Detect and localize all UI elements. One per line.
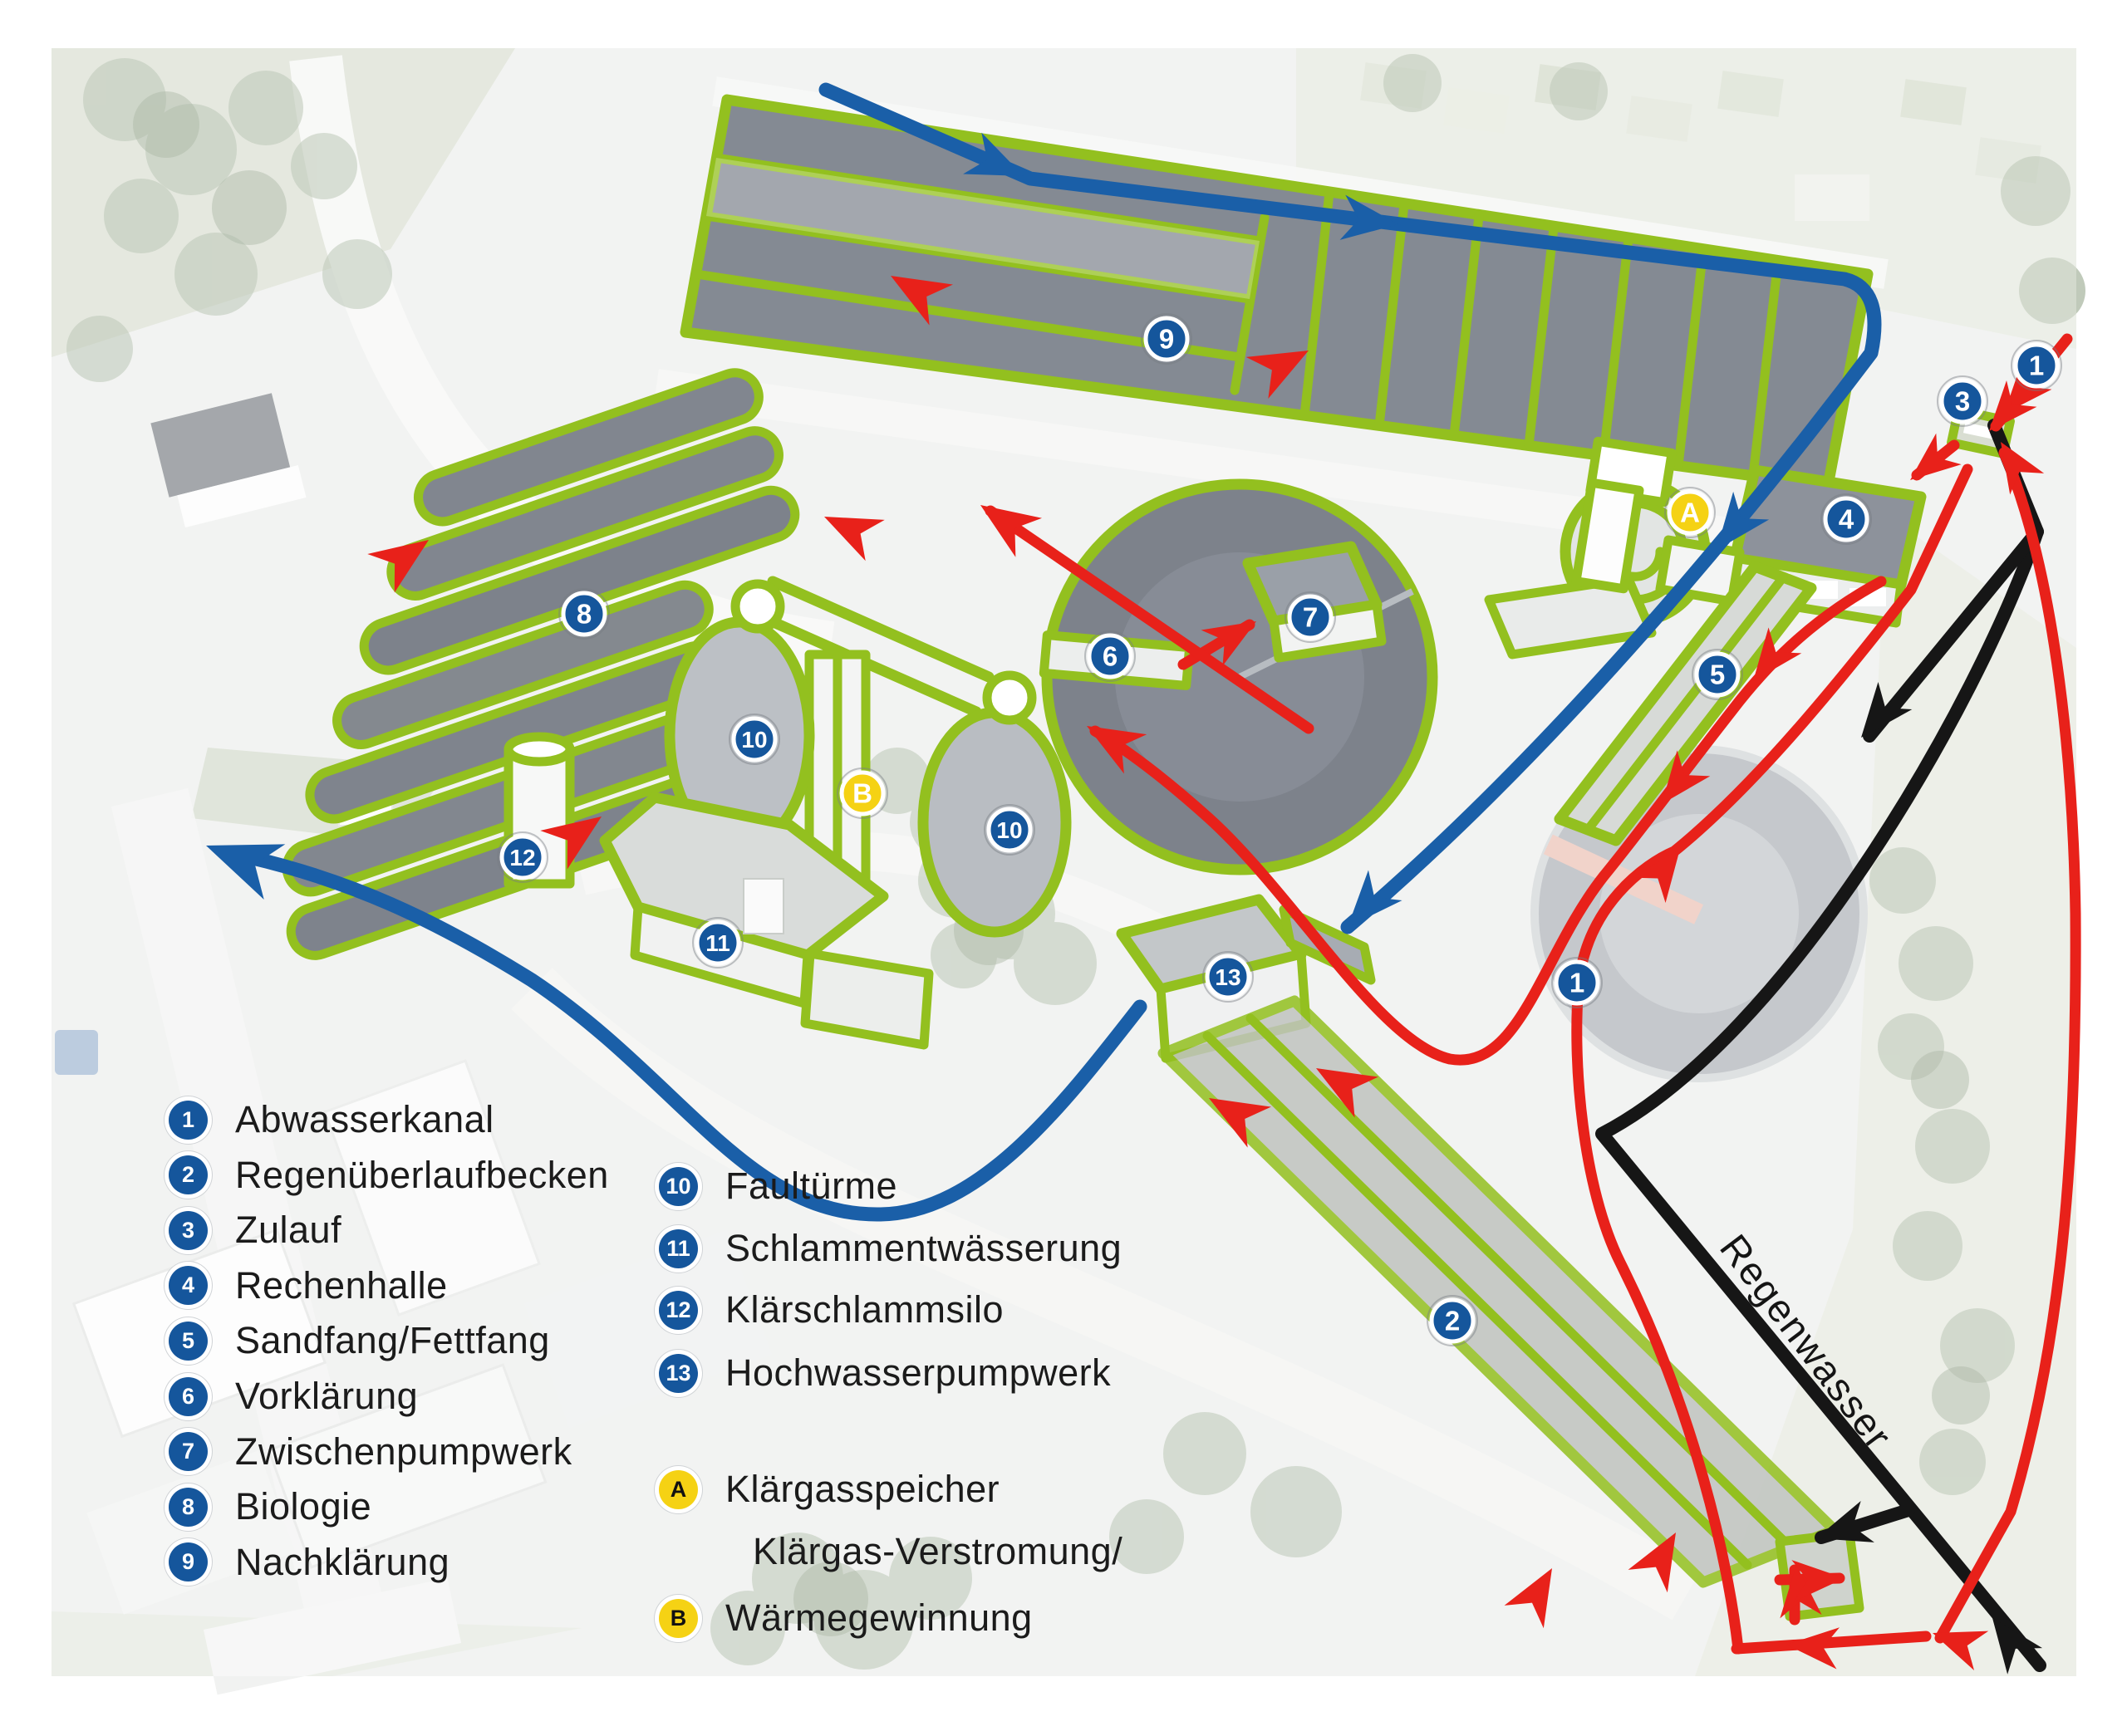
legend-item-2: 2 Regenüberlaufbecken xyxy=(169,1152,609,1199)
legend-label: Zulauf xyxy=(235,1209,342,1252)
grit-grease-trap xyxy=(1554,561,1817,846)
map-marker-2: 2 xyxy=(1427,1295,1478,1346)
treated-water-lines xyxy=(195,82,1882,1222)
legend-label: Rechenhalle xyxy=(235,1263,448,1307)
legend-label: Nachklärung xyxy=(235,1540,450,1583)
basin-field-nachklaerung xyxy=(680,94,1874,492)
legend-badge-B: B xyxy=(659,1598,698,1638)
svg-text:7: 7 xyxy=(1303,602,1318,633)
legend-label: Faultürme xyxy=(725,1165,898,1207)
map-marker-11: 11 xyxy=(692,917,744,969)
map-marker-8: 8 xyxy=(558,588,610,640)
map-marker-10: 10 xyxy=(984,804,1035,856)
svg-text:6: 6 xyxy=(1103,641,1118,672)
legend-item-5: 5 Sandfang/Fettfang xyxy=(169,1317,550,1364)
map-marker-3: 3 xyxy=(1937,375,1988,427)
rainwater-line xyxy=(1595,419,2046,1675)
map-marker-12: 12 xyxy=(497,831,548,883)
svg-text:1: 1 xyxy=(2029,351,2044,381)
legend-label: Klärgas-Verstromung/ xyxy=(753,1530,1123,1572)
map-marker-5: 5 xyxy=(1692,649,1743,700)
map-marker-13: 13 xyxy=(1202,951,1254,1003)
legend-item-9: 9 Nachklärung xyxy=(169,1539,449,1586)
tree-clusters xyxy=(66,54,2085,1670)
legend-item-4: 4 Rechenhalle xyxy=(169,1263,448,1309)
svg-text:4: 4 xyxy=(1839,504,1854,535)
legend-badge-11: 11 xyxy=(659,1228,698,1268)
legend-badge-6: 6 xyxy=(169,1376,208,1416)
legend-label: Klärschlammsilo xyxy=(725,1288,1005,1331)
legend-badge-4: 4 xyxy=(169,1266,208,1306)
svg-text:B: B xyxy=(852,778,872,809)
legend-item-13: 13 Hochwasserpumpwerk xyxy=(659,1350,1111,1396)
legend-item-7: 7 Zwischenpumpwerk xyxy=(169,1429,572,1475)
legend-badge-A: A xyxy=(659,1469,698,1509)
legend-label: Abwasserkanal xyxy=(235,1098,494,1140)
legend-badge-10: 10 xyxy=(659,1166,698,1206)
legend-badge-13: 13 xyxy=(659,1353,698,1393)
map-marker-A: A xyxy=(1664,487,1716,538)
svg-text:A: A xyxy=(1680,498,1700,528)
legend-label: Sandfang/Fettfang xyxy=(235,1319,550,1362)
svg-text:10: 10 xyxy=(996,817,1022,843)
map-marker-9: 9 xyxy=(1141,313,1192,365)
svg-text:1: 1 xyxy=(1569,968,1584,998)
legend-item-8: 8 Biologie xyxy=(169,1483,371,1530)
legend-item-12: 12 Klärschlammsilo xyxy=(659,1287,1004,1333)
legend-label: Vorklärung xyxy=(235,1375,419,1417)
legend-label: Klärgasspeicher xyxy=(725,1468,1000,1510)
legend-label: Regenüberlaufbecken xyxy=(235,1153,609,1196)
svg-text:13: 13 xyxy=(1215,964,1240,990)
svg-text:3: 3 xyxy=(1955,386,1970,417)
svg-text:11: 11 xyxy=(705,930,730,956)
legend-item-cont: Klärgas-Verstromung/ xyxy=(659,1528,1122,1575)
legend-label: Schlammentwässerung xyxy=(725,1227,1122,1269)
legend-badge-1: 1 xyxy=(169,1100,208,1140)
map-marker-4: 4 xyxy=(1820,493,1872,545)
svg-text:5: 5 xyxy=(1710,660,1725,690)
legend-label: Hochwasserpumpwerk xyxy=(725,1351,1112,1394)
legend-badge-3: 3 xyxy=(169,1210,208,1250)
legend-badge-12: 12 xyxy=(659,1290,698,1330)
legend-item-3: 3 Zulauf xyxy=(169,1207,341,1253)
legend-label: Biologie xyxy=(235,1485,372,1528)
map-marker-6: 6 xyxy=(1084,630,1136,682)
legend-item-10: 10 Faultürme xyxy=(659,1163,897,1209)
legend-label: Zwischenpumpwerk xyxy=(235,1430,572,1473)
svg-text:2: 2 xyxy=(1445,1306,1460,1336)
map-marker-7: 7 xyxy=(1285,591,1336,643)
legend-item-11: 11 Schlammentwässerung xyxy=(659,1225,1122,1272)
svg-text:8: 8 xyxy=(577,599,592,630)
legend-item-1: 1 Abwasserkanal xyxy=(169,1096,494,1143)
legend-badge-5: 5 xyxy=(169,1321,208,1361)
legend-item-6: 6 Vorklärung xyxy=(169,1373,418,1420)
legend-label: Wärmegewinnung xyxy=(725,1596,1033,1639)
map-marker-1: 1 xyxy=(1551,957,1603,1008)
map-marker-B: B xyxy=(837,767,888,819)
map-marker-10: 10 xyxy=(729,714,780,765)
legend-item-B: B Wärmegewinnung xyxy=(659,1595,1033,1641)
legend-badge-2: 2 xyxy=(169,1155,208,1195)
legend-badge-9: 9 xyxy=(169,1542,208,1582)
svg-text:10: 10 xyxy=(741,727,767,753)
legend-badge-7: 7 xyxy=(169,1432,208,1472)
legend-badge-8: 8 xyxy=(169,1487,208,1527)
legend-item-A: A Klärgasspeicher xyxy=(659,1466,1000,1513)
map-marker-1: 1 xyxy=(2011,340,2062,391)
svg-text:9: 9 xyxy=(1159,324,1174,355)
svg-text:12: 12 xyxy=(509,845,535,870)
